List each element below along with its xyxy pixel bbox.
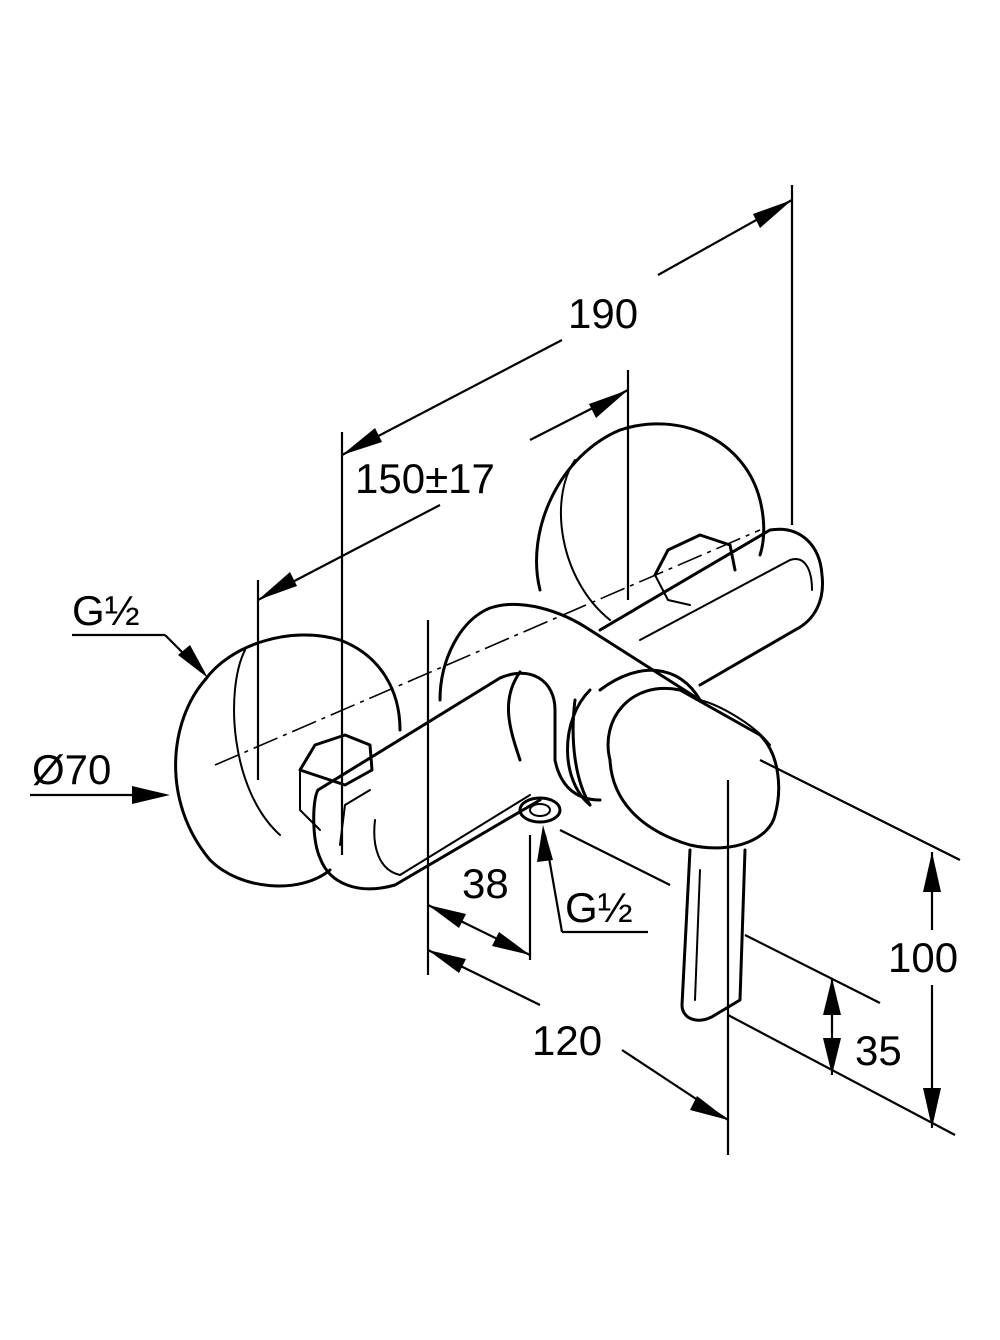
dim-line-190 — [341, 199, 793, 456]
dim-line-100 — [923, 852, 941, 1128]
single-lever-handle — [680, 848, 747, 1022]
left-inlet-nut — [298, 733, 374, 831]
label-outlet-thread: G½ — [565, 884, 633, 931]
label-inlet-thread: G½ — [72, 587, 140, 634]
inlet-center-line — [214, 529, 761, 766]
label-center-distance: 150±17 — [355, 455, 495, 502]
left-valve-arm — [312, 671, 557, 891]
cartridge-cap — [606, 687, 781, 850]
right-rosette — [535, 422, 766, 621]
label-outlet-height: 35 — [855, 1027, 902, 1074]
left-rosette — [174, 633, 402, 888]
dim-line-150 — [257, 389, 629, 601]
label-outlet-depth: 38 — [462, 860, 509, 907]
leader-inlet-thread — [72, 633, 208, 678]
leader-rosette-diameter — [30, 786, 170, 804]
label-rosette-diameter: Ø70 — [32, 746, 111, 793]
label-overall-depth: 120 — [532, 1017, 602, 1064]
right-valve-arm — [598, 527, 825, 687]
label-overall-width: 190 — [568, 290, 638, 337]
label-height: 100 — [888, 934, 958, 981]
dim-line-38 — [427, 904, 531, 956]
leader-outlet-thread — [537, 825, 648, 934]
dim-line-35 — [823, 978, 841, 1075]
outlet-fitting — [518, 796, 562, 824]
mixer-body — [438, 602, 702, 807]
dim-line-120 — [427, 949, 729, 1121]
extension-lines — [256, 185, 961, 1155]
